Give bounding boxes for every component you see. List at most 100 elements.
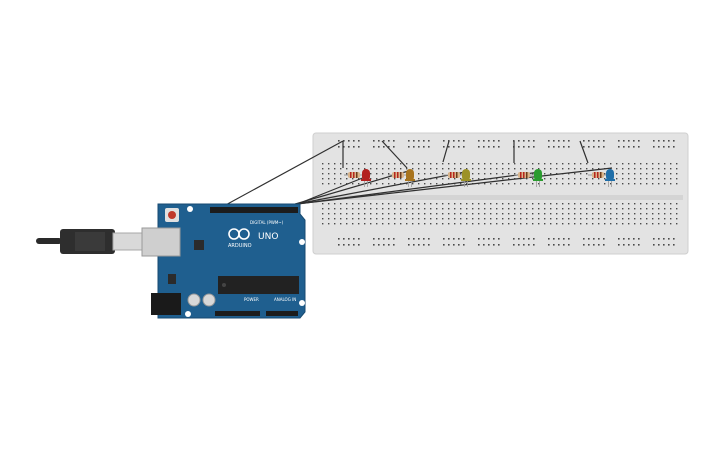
- breadboard-hole[interactable]: [568, 168, 570, 170]
- breadboard-hole[interactable]: [454, 168, 456, 170]
- breadboard-hole[interactable]: [370, 168, 372, 170]
- breadboard-hole[interactable]: [388, 223, 390, 225]
- breadboard-hole[interactable]: [493, 244, 495, 246]
- breadboard-hole[interactable]: [328, 203, 330, 205]
- breadboard-hole[interactable]: [670, 223, 672, 225]
- breadboard-hole[interactable]: [586, 213, 588, 215]
- breadboard-hole[interactable]: [508, 208, 510, 210]
- breadboard-hole[interactable]: [526, 178, 528, 180]
- breadboard-hole[interactable]: [598, 223, 600, 225]
- breadboard-hole[interactable]: [593, 146, 595, 148]
- breadboard-hole[interactable]: [358, 163, 360, 165]
- breadboard-hole[interactable]: [394, 168, 396, 170]
- resistor[interactable]: [588, 172, 610, 178]
- breadboard-hole[interactable]: [454, 223, 456, 225]
- breadboard-hole[interactable]: [322, 163, 324, 165]
- breadboard-hole[interactable]: [628, 183, 630, 185]
- breadboard-hole[interactable]: [676, 208, 678, 210]
- breadboard-hole[interactable]: [454, 203, 456, 205]
- breadboard-hole[interactable]: [520, 168, 522, 170]
- breadboard-hole[interactable]: [466, 218, 468, 220]
- breadboard-hole[interactable]: [478, 168, 480, 170]
- breadboard-hole[interactable]: [634, 213, 636, 215]
- breadboard-hole[interactable]: [348, 140, 350, 142]
- breadboard-hole[interactable]: [670, 163, 672, 165]
- breadboard-hole[interactable]: [532, 223, 534, 225]
- breadboard-hole[interactable]: [472, 218, 474, 220]
- breadboard-hole[interactable]: [598, 208, 600, 210]
- breadboard-hole[interactable]: [358, 213, 360, 215]
- breadboard-hole[interactable]: [382, 163, 384, 165]
- breadboard-hole[interactable]: [498, 140, 500, 142]
- breadboard-hole[interactable]: [322, 168, 324, 170]
- breadboard-hole[interactable]: [520, 213, 522, 215]
- breadboard-hole[interactable]: [483, 146, 485, 148]
- breadboard-hole[interactable]: [428, 146, 430, 148]
- breadboard-hole[interactable]: [346, 173, 348, 175]
- breadboard-hole[interactable]: [346, 213, 348, 215]
- breadboard-hole[interactable]: [466, 223, 468, 225]
- wire-pin-yellow[interactable]: [279, 171, 466, 208]
- breadboard-hole[interactable]: [598, 218, 600, 220]
- breadboard-hole[interactable]: [436, 223, 438, 225]
- breadboard-hole[interactable]: [502, 203, 504, 205]
- breadboard-hole[interactable]: [382, 213, 384, 215]
- breadboard-hole[interactable]: [460, 218, 462, 220]
- breadboard-hole[interactable]: [550, 163, 552, 165]
- breadboard-hole[interactable]: [488, 238, 490, 240]
- breadboard-hole[interactable]: [670, 168, 672, 170]
- breadboard-hole[interactable]: [562, 218, 564, 220]
- breadboard-hole[interactable]: [616, 168, 618, 170]
- breadboard-hole[interactable]: [346, 168, 348, 170]
- breadboard-hole[interactable]: [658, 213, 660, 215]
- green-led[interactable]: [533, 169, 543, 187]
- breadboard-hole[interactable]: [472, 208, 474, 210]
- breadboard-hole[interactable]: [526, 213, 528, 215]
- breadboard-hole[interactable]: [658, 218, 660, 220]
- breadboard-hole[interactable]: [618, 146, 620, 148]
- breadboard-hole[interactable]: [412, 208, 414, 210]
- wires[interactable]: [221, 140, 613, 208]
- breadboard-hole[interactable]: [628, 168, 630, 170]
- breadboard-hole[interactable]: [418, 163, 420, 165]
- breadboard-hole[interactable]: [652, 223, 654, 225]
- breadboard-hole[interactable]: [458, 146, 460, 148]
- breadboard-hole[interactable]: [580, 178, 582, 180]
- breadboard-hole[interactable]: [550, 178, 552, 180]
- breadboard-hole[interactable]: [370, 163, 372, 165]
- breadboard-hole[interactable]: [334, 178, 336, 180]
- breadboard-hole[interactable]: [568, 218, 570, 220]
- breadboard-hole[interactable]: [673, 238, 675, 240]
- breadboard-hole[interactable]: [328, 178, 330, 180]
- breadboard-hole[interactable]: [556, 173, 558, 175]
- breadboard-hole[interactable]: [424, 173, 426, 175]
- breadboard-hole[interactable]: [508, 203, 510, 205]
- breadboard-hole[interactable]: [348, 238, 350, 240]
- breadboard-hole[interactable]: [646, 213, 648, 215]
- breadboard-hole[interactable]: [322, 173, 324, 175]
- breadboard-hole[interactable]: [664, 213, 666, 215]
- breadboard-hole[interactable]: [334, 223, 336, 225]
- breadboard-hole[interactable]: [484, 163, 486, 165]
- breadboard-hole[interactable]: [463, 146, 465, 148]
- breadboard-hole[interactable]: [458, 140, 460, 142]
- breadboard-hole[interactable]: [370, 173, 372, 175]
- breadboard-hole[interactable]: [568, 244, 570, 246]
- breadboard-hole[interactable]: [496, 218, 498, 220]
- breadboard-hole[interactable]: [376, 208, 378, 210]
- breadboard-hole[interactable]: [563, 244, 565, 246]
- breadboard-hole[interactable]: [502, 223, 504, 225]
- breadboard-hole[interactable]: [448, 244, 450, 246]
- breadboard-hole[interactable]: [658, 223, 660, 225]
- breadboard-hole[interactable]: [412, 203, 414, 205]
- breadboard-hole[interactable]: [553, 140, 555, 142]
- breadboard-hole[interactable]: [668, 140, 670, 142]
- breadboard-hole[interactable]: [593, 238, 595, 240]
- breadboard-hole[interactable]: [508, 173, 510, 175]
- breadboard-hole[interactable]: [388, 173, 390, 175]
- breadboard-hole[interactable]: [508, 168, 510, 170]
- breadboard-hole[interactable]: [652, 208, 654, 210]
- breadboard-hole[interactable]: [364, 168, 366, 170]
- breadboard-hole[interactable]: [562, 203, 564, 205]
- breadboard-hole[interactable]: [664, 178, 666, 180]
